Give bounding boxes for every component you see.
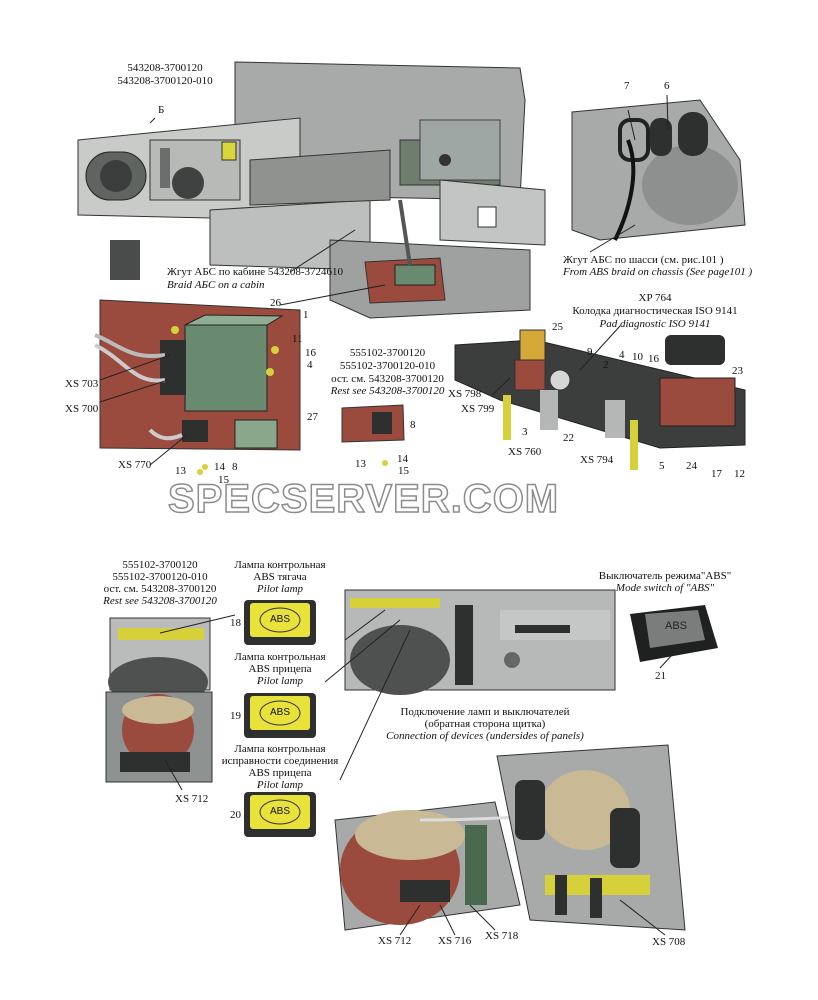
switch-abs-text: ABS xyxy=(664,620,687,632)
callout-10: 10 xyxy=(632,351,643,363)
abs-chassis-label-ru: Жгут АБС по шасси (см. рис.101 ) xyxy=(563,254,724,266)
lamp2-ru-1: Лампа контрольная xyxy=(234,651,326,663)
mid-part-3: ост. см. 543208-3700120 xyxy=(331,373,444,385)
callout-23: 23 xyxy=(732,365,743,377)
callout-19: 19 xyxy=(230,710,241,722)
connector-xs794: XS 794 xyxy=(580,454,614,466)
lamp2-ru-2: ABS прицепа xyxy=(248,663,312,675)
diagnostic-bracket xyxy=(454,329,746,470)
connector-xs798: XS 798 xyxy=(448,388,482,400)
lamp20-abs-text: ABS xyxy=(269,806,290,817)
bot-part-1: 555102-3700120 xyxy=(122,559,198,571)
callout-13: 13 xyxy=(175,465,186,477)
callout-21: 21 xyxy=(655,670,666,682)
watermark: SPECSERVER.COM xyxy=(167,476,560,522)
variant-plate xyxy=(341,404,405,466)
rear-panel-left xyxy=(334,801,666,931)
callout-22: 22 xyxy=(563,432,574,444)
callout-11: 11 xyxy=(292,333,303,345)
connect-ru-2: (обратная сторона щитка) xyxy=(424,718,546,730)
rear-panel-right xyxy=(496,744,686,931)
connector-xs700: XS 700 xyxy=(65,403,99,415)
switch-21-drawing xyxy=(630,605,718,662)
switch-label-en: Mode switch of "ABS" xyxy=(615,582,715,594)
mid-part-en: Rest see 543208-3700120 xyxy=(330,385,445,397)
bot-part-3: ост. см. 543208-3700120 xyxy=(103,583,217,595)
dashboard-assembly xyxy=(77,61,546,319)
callout-20: 20 xyxy=(230,809,241,821)
callout-9: 9 xyxy=(587,346,593,358)
callout-14b: 14 xyxy=(397,453,408,465)
connector-xs712: XS 712 xyxy=(378,935,412,947)
rear-gauge-small xyxy=(105,691,213,783)
bot-part-en: Rest see 543208-3700120 xyxy=(103,595,217,607)
abs-cabin-label-en: Braid АБС on a cabin xyxy=(167,279,265,291)
lamp3-ru-1: Лампа контрольная xyxy=(234,743,326,755)
callout-13b: 13 xyxy=(355,458,366,470)
lamp18-abs-text: ABS xyxy=(269,614,290,625)
connect-ru-1: Подключение ламп и выключателей xyxy=(400,706,570,718)
connector-xs799: XS 799 xyxy=(461,403,495,415)
lamp1-ru-2: ABS тягача xyxy=(253,571,307,583)
connector-xs703: XS 703 xyxy=(65,378,99,390)
callout-18: 18 xyxy=(230,617,241,629)
bot-part-2: 555102-3700120-010 xyxy=(112,571,208,583)
callout-8: 8 xyxy=(232,461,238,473)
pad-diagnostic-en: Pad diagnostic ISO 9141 xyxy=(599,318,711,330)
connector-xs770: XS 770 xyxy=(118,459,152,471)
view-label: Б xyxy=(158,104,165,116)
lamp-20-drawing xyxy=(244,792,316,837)
abs-mounting-plate xyxy=(94,299,301,475)
mid-part-2: 555102-3700120-010 xyxy=(339,360,436,372)
lamp1-ru-1: Лампа контрольная xyxy=(234,559,326,571)
callout-2: 2 xyxy=(603,359,609,371)
callout-16: 16 xyxy=(305,347,316,359)
callout-4b: 4 xyxy=(619,349,625,361)
mid-part-1: 555102-3700120 xyxy=(349,347,426,359)
callout-16b: 16 xyxy=(648,353,659,365)
callout-15: 15 xyxy=(218,474,229,486)
lamp3-en: Pilot lamp xyxy=(256,779,304,791)
lamp-18-drawing xyxy=(244,600,316,645)
callout-5: 5 xyxy=(659,460,665,472)
leader-lines xyxy=(99,94,673,936)
lamp2-en: Pilot lamp xyxy=(256,675,304,687)
connect-en: Connection of devices (undersides of pan… xyxy=(386,730,584,742)
abs-chassis-label-en: From ABS braid on chassis (See page101 ) xyxy=(563,266,753,278)
connector-xs760: XS 760 xyxy=(508,446,542,458)
connector-xs718: XS 718 xyxy=(485,930,519,942)
abs-cabin-label-ru: Жгут АБС по кабине 543208-3724610 xyxy=(167,266,344,278)
connector-xs712-left: XS 712 xyxy=(175,793,209,805)
callout-3: 3 xyxy=(522,426,528,438)
chassis-braid-panel xyxy=(571,99,746,241)
callout-8b: 8 xyxy=(410,419,416,431)
callout-15b: 15 xyxy=(398,465,409,477)
pad-diagnostic-ru: Колодка диагностическая ISO 9141 xyxy=(572,305,738,317)
xp-764-label: XP 764 xyxy=(638,292,672,304)
callout-6: 6 xyxy=(664,80,670,92)
callout-26: 26 xyxy=(270,297,281,309)
callout-27: 27 xyxy=(307,411,318,423)
switch-label-ru: Выключатель режима"ABS" xyxy=(598,570,732,582)
callout-17: 17 xyxy=(711,468,722,480)
lamp1-en: Pilot lamp xyxy=(256,583,304,595)
callout-14: 14 xyxy=(214,461,225,473)
callout-7: 7 xyxy=(624,80,630,92)
top-part-number-2: 543208-3700120-010 xyxy=(117,75,213,87)
connector-xs708: XS 708 xyxy=(652,936,686,948)
callout-1: 1 xyxy=(303,309,309,321)
lamp3-ru-2: исправности соединения xyxy=(221,755,339,767)
connector-xs716: XS 716 xyxy=(438,935,472,947)
lamp19-abs-text: ABS xyxy=(269,707,290,718)
callout-24: 24 xyxy=(686,460,697,472)
callout-12: 12 xyxy=(734,468,745,480)
lamp3-ru-3: ABS прицепа xyxy=(248,767,312,779)
lamp-19-drawing xyxy=(244,693,316,738)
callout-4: 4 xyxy=(307,359,313,371)
main-dash-panel xyxy=(344,589,616,695)
callout-25: 25 xyxy=(552,321,563,333)
top-part-number-1: 543208-3700120 xyxy=(127,62,203,74)
